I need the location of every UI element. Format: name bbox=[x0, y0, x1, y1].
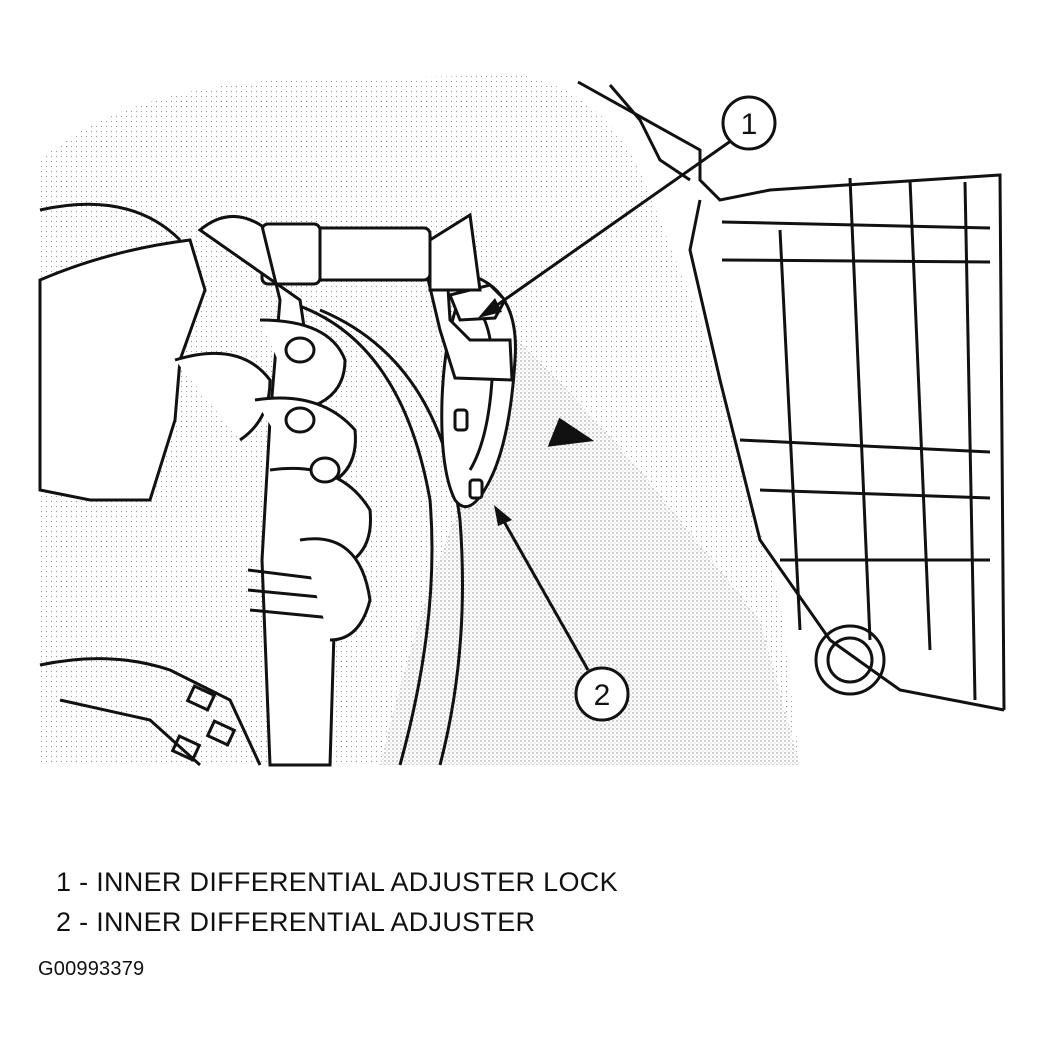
callout-2: 2 bbox=[494, 505, 630, 722]
figure-id: G00993379 bbox=[38, 958, 145, 980]
legend: 1 - INNER DIFFERENTIAL ADJUSTER LOCK 2 -… bbox=[56, 862, 618, 942]
legend-item-1: 1 - INNER DIFFERENTIAL ADJUSTER LOCK bbox=[56, 867, 618, 897]
ratchet-extension bbox=[260, 212, 482, 292]
callout-1-number: 1 bbox=[741, 108, 758, 141]
callout-1: 1 bbox=[478, 95, 777, 318]
technical-illustration: 1 2 bbox=[38, 75, 1006, 767]
legend-item-2: 2 - INNER DIFFERENTIAL ADJUSTER bbox=[56, 907, 536, 937]
callout-2-number: 2 bbox=[594, 679, 611, 712]
carrier-housing bbox=[547, 80, 1006, 712]
hand bbox=[38, 238, 372, 642]
